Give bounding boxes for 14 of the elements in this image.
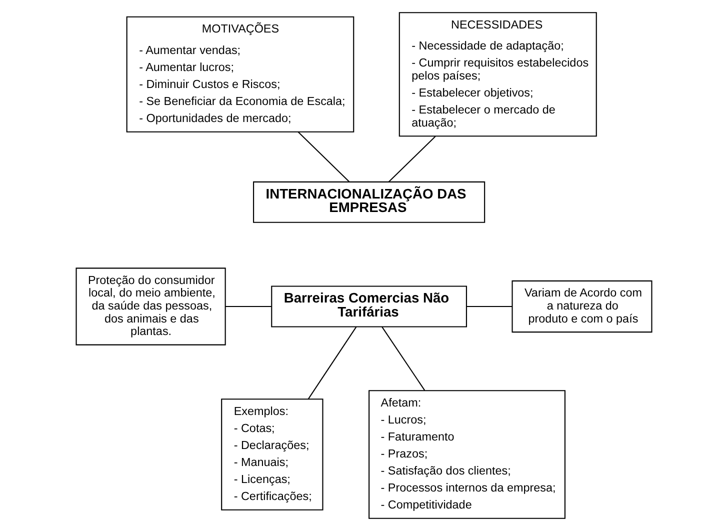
node-box: MOTIVAÇÕES - Aumentar vendas; - Aumentar lucros; - Diminuir Custos e Riscos; - Se Beneficiar da Economia de Escala; - Oportunidades de mercado; [126, 16, 354, 132]
connector [308, 326, 357, 400]
connector [388, 136, 436, 182]
node-box: Exemplos: - Cotas; - Declarações; - Manuais; - Licenças; - Certificações; [221, 398, 324, 510]
connector [466, 306, 512, 308]
connector [225, 306, 272, 308]
node-box: Proteção do consumidor local, do meio ambiente, da saúde das pessoas, dos animais e das plantas. [76, 268, 226, 346]
node-box: INTERNACIONALIZAÇÃO DAS EMPRESAS [253, 181, 486, 223]
node-box: NECESSIDADES - Necessidade de adaptação; - Cumprir requisitos estabelecidos pelos países; - Estabelecer objetivos; - Estabelecer o mercado de atuação; [398, 12, 597, 137]
connector [298, 132, 350, 182]
connector [382, 326, 426, 391]
node-box: Variam de Acordo com a natureza do produto e com o país [512, 280, 652, 333]
node-box: Afetam: - Lucros; - Faturamento - Prazos; - Satisfação dos clientes; - Processos internos da empresa; - Competitividade [368, 390, 566, 519]
node-box: Barreiras Comercias Não Tarifárias [271, 286, 468, 328]
